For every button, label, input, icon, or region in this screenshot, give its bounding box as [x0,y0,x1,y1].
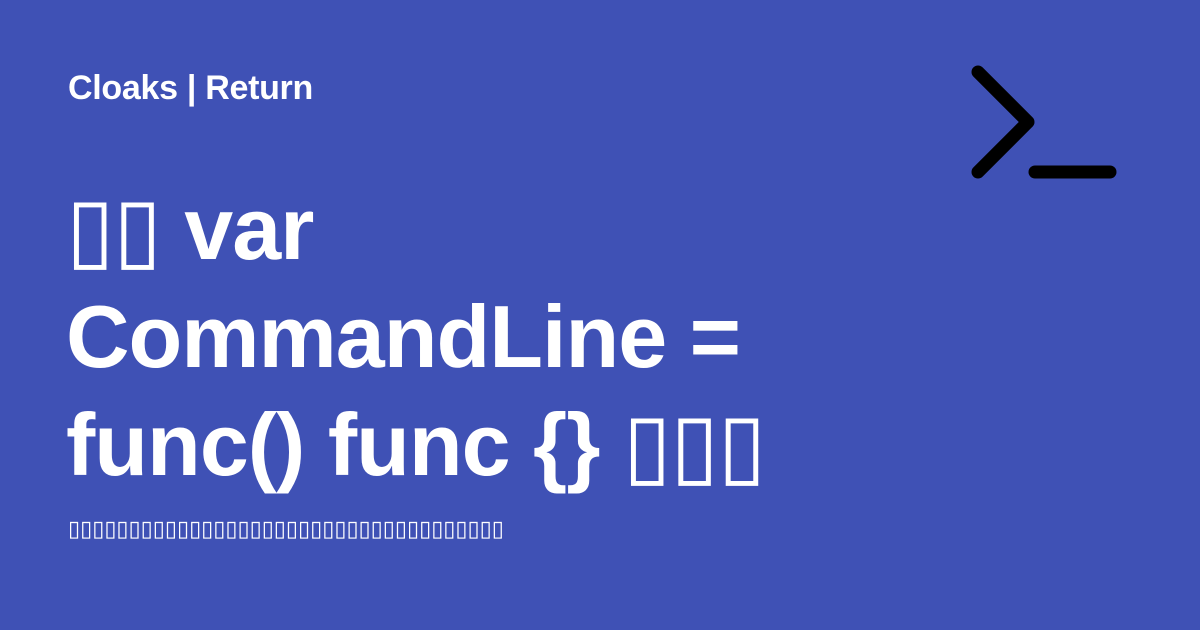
terminal-prompt-icon [971,65,1117,179]
page-subtitle: ▯▯▯▯▯▯▯▯▯▯▯▯▯▯▯▯▯▯▯▯▯▯▯▯▯▯▯▯▯▯▯▯▯▯▯▯ [68,516,504,541]
site-name: Cloaks | Return [68,69,313,107]
prompt-chevron-icon [971,65,1035,179]
page-title: ▯▯ var CommandLine = func() func {} ▯▯▯ [66,179,766,494]
